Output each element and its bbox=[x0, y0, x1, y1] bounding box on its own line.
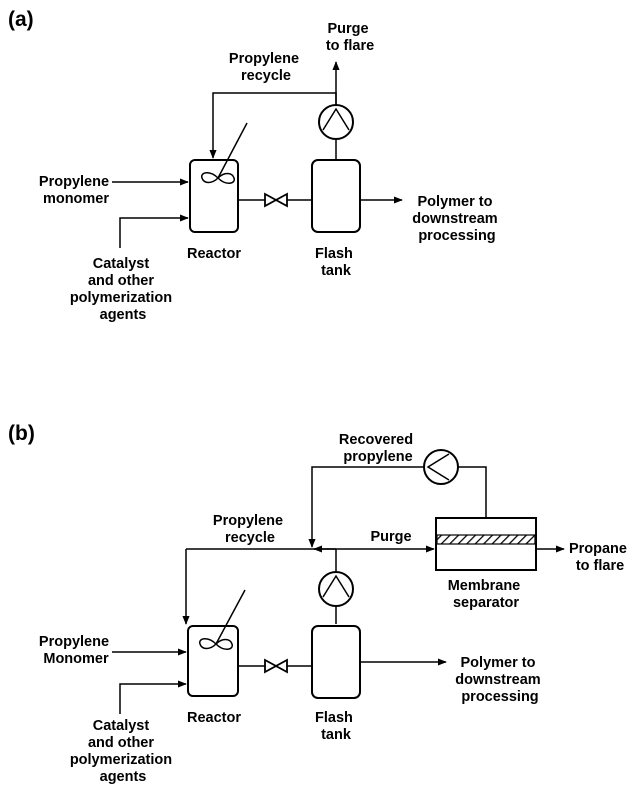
catalyst-feed-line-b bbox=[119, 680, 187, 714]
flash-tank-b bbox=[311, 625, 361, 699]
catalyst-feed-line bbox=[119, 214, 189, 248]
compressor-b bbox=[318, 571, 354, 607]
compressor-a bbox=[318, 104, 354, 140]
panel-a-tag: (a) bbox=[8, 8, 34, 31]
valve-b bbox=[264, 658, 288, 674]
label-purge-to-flare: Purge to flare bbox=[326, 21, 374, 54]
label-reactor-b: Reactor bbox=[187, 710, 241, 726]
label-flash-tank-b: Flash tank bbox=[315, 710, 357, 743]
recovered-to-recycle-line bbox=[308, 466, 424, 548]
reactor-b bbox=[187, 589, 246, 697]
membrane-separator bbox=[435, 517, 537, 571]
label-propylene-monomer-b: Propylene Monomer bbox=[39, 634, 113, 667]
panel-a: (a) Purge bbox=[8, 8, 501, 323]
label-recovered-propylene: Recovered propylene bbox=[339, 432, 417, 465]
label-propylene-recycle: Propylene recycle bbox=[229, 51, 303, 84]
label-reactor: Reactor bbox=[187, 246, 241, 262]
panel-b: (b) bbox=[8, 422, 631, 785]
label-propylene-recycle-b: Propylene recycle bbox=[213, 513, 287, 546]
panel-b-tag: (b) bbox=[8, 422, 35, 445]
valve-a bbox=[264, 192, 288, 208]
label-propylene-monomer: Propylene monomer bbox=[39, 174, 113, 207]
label-membrane-separator: Membrane separator bbox=[448, 578, 525, 611]
propylene-recycle-line bbox=[209, 92, 337, 159]
reactor-a bbox=[189, 122, 248, 233]
label-polymer-out: Polymer to downstream processing bbox=[412, 194, 501, 244]
label-catalyst-b: Catalyst and other polymerization agents bbox=[70, 718, 176, 785]
label-flash-tank: Flash tank bbox=[315, 246, 357, 279]
label-catalyst: Catalyst and other polymerization agents bbox=[70, 256, 176, 323]
label-polymer-out-b: Polymer to downstream processing bbox=[455, 655, 544, 705]
compressor-b-top bbox=[423, 449, 459, 485]
flash-tank-a bbox=[311, 159, 361, 233]
label-propane-to-flare: Propane to flare bbox=[569, 541, 631, 574]
recovered-propylene-line bbox=[458, 466, 487, 518]
label-purge-b: Purge bbox=[370, 529, 411, 545]
